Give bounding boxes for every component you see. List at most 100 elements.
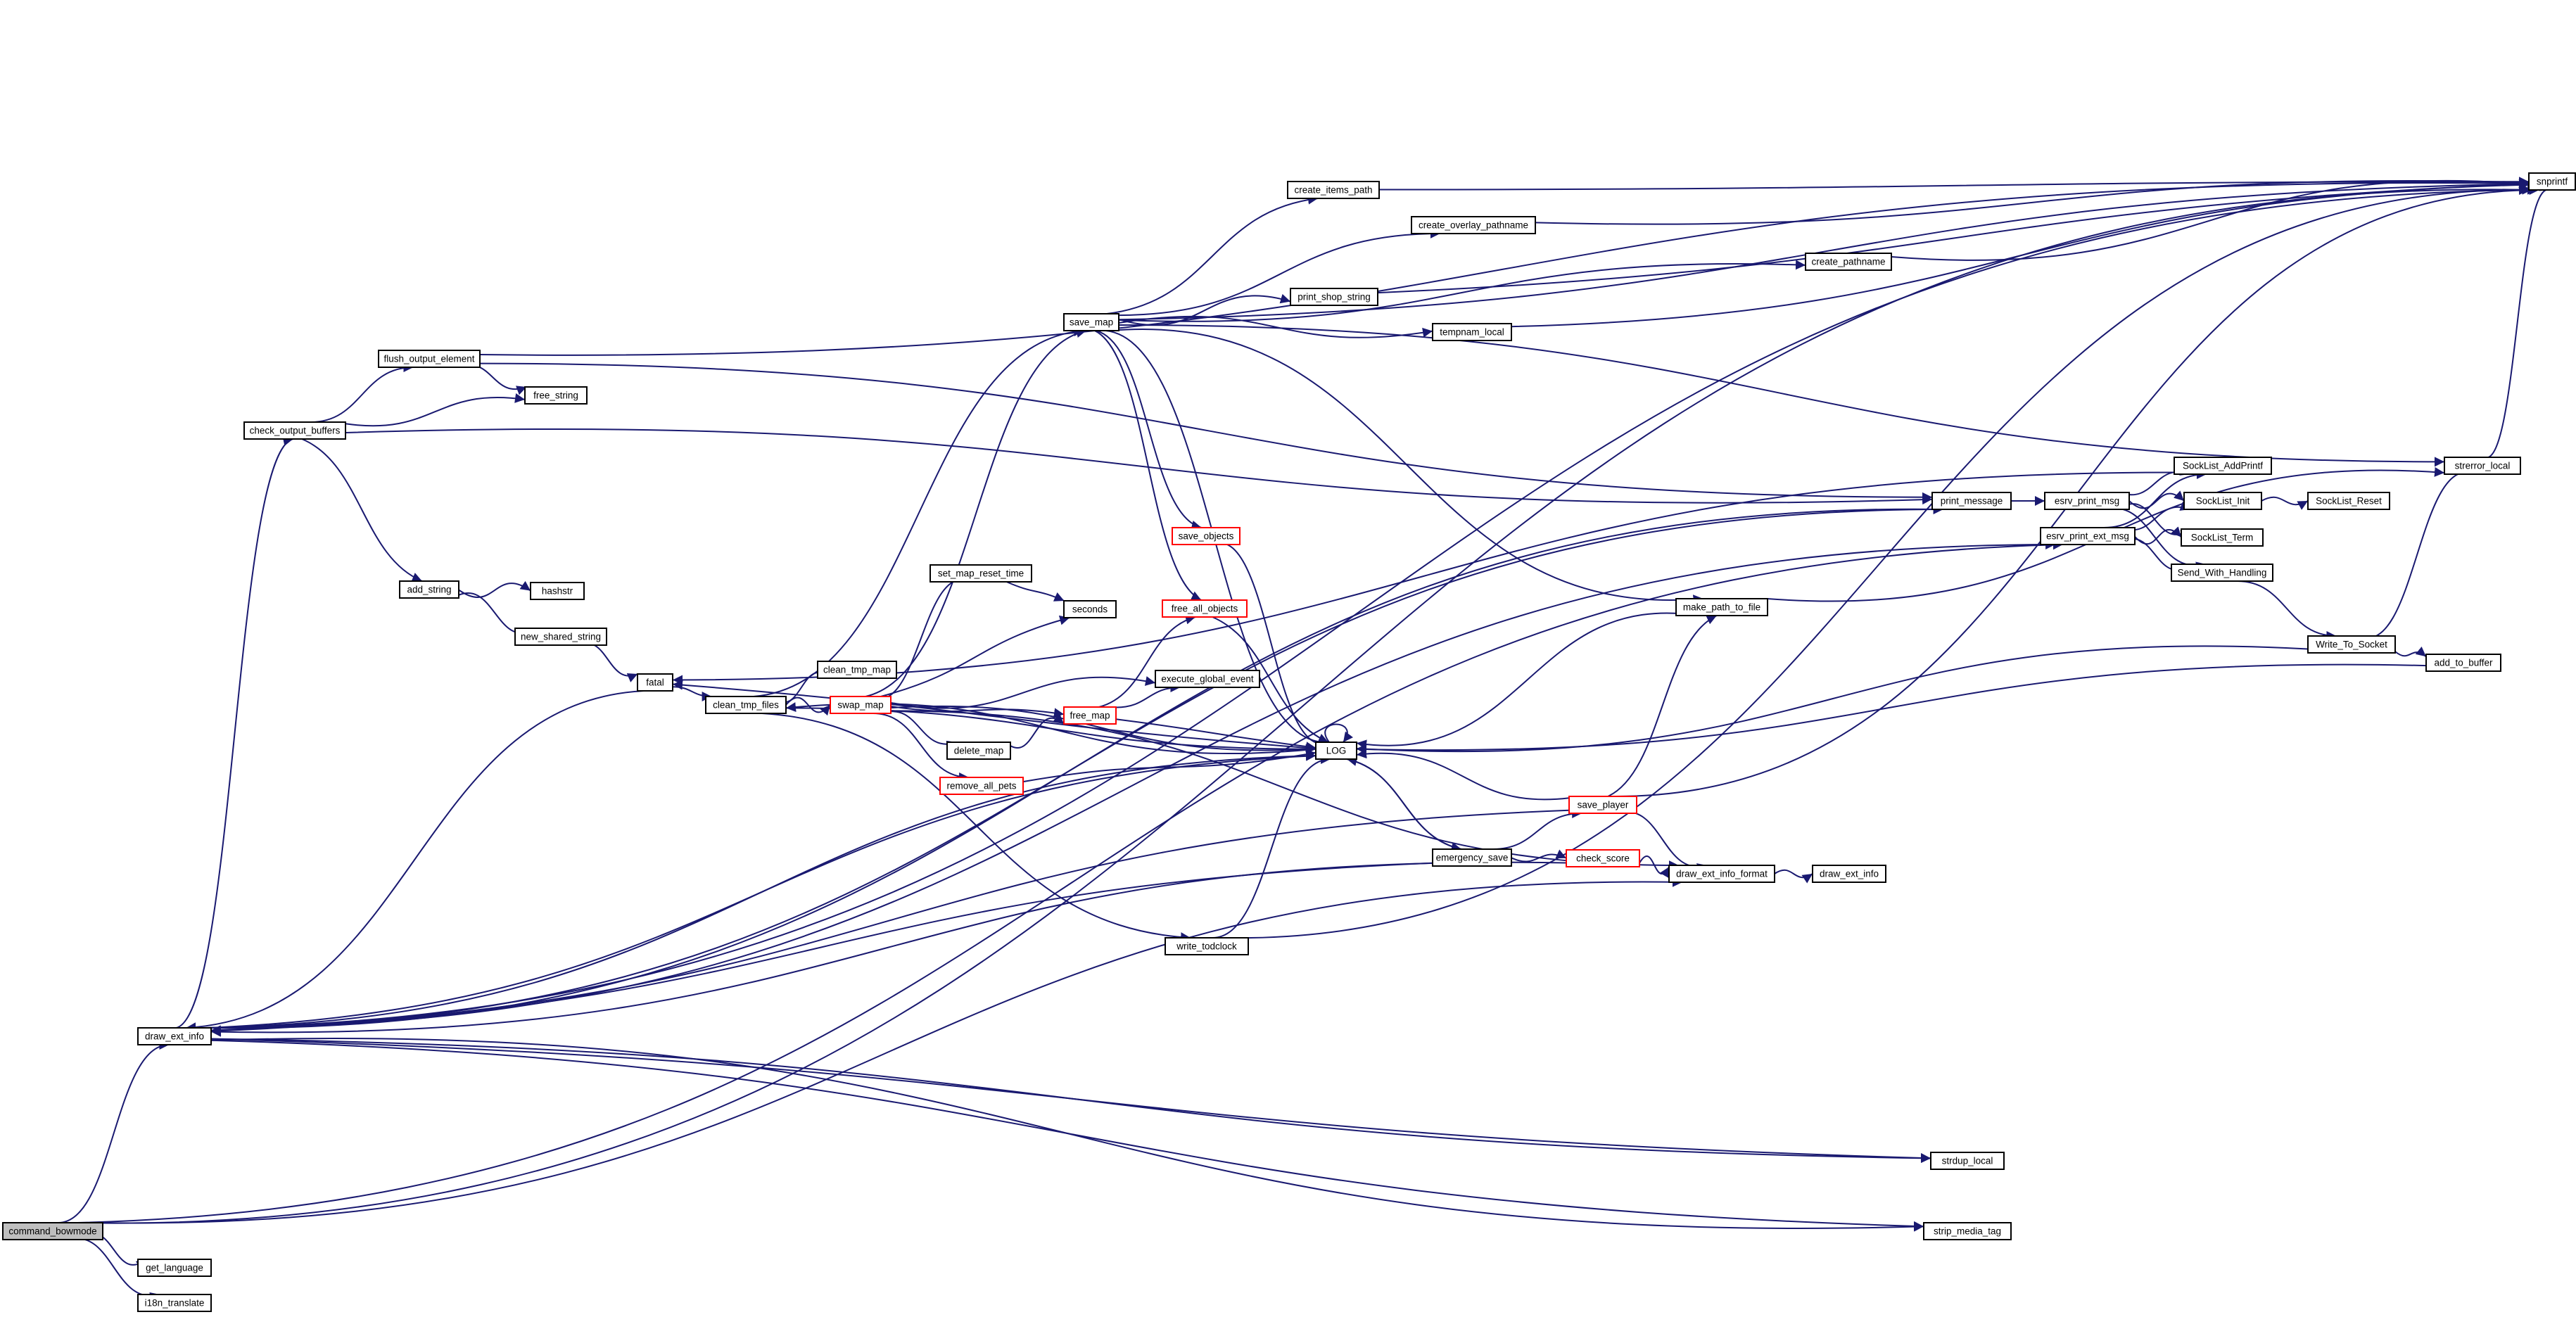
node-swap-map[interactable]: swap_map [830,696,892,714]
node-save-objects[interactable]: save_objects [1172,527,1241,545]
node-label: snprintf [2537,177,2568,187]
node-label: strerror_local [2455,461,2511,471]
node-tempnam-local[interactable]: tempnam_local [1432,323,1512,341]
node-snprintf[interactable]: snprintf [2528,172,2576,191]
edge-fatal-to-clean_tmp_files [672,686,712,701]
edge-esrv_print_ext_msg-to-SockList_Init [2119,501,2191,531]
edge-save_map-to-snprintf [1118,179,2530,321]
node-socklist-addprintf[interactable]: SockList_AddPrintf [2174,457,2272,475]
node-box [1063,706,1117,725]
node-label: Write_To_Socket [2316,640,2387,650]
edge-draw_ext_info-to-esrv_print_ext_msg [206,540,2056,1029]
node-strip-media-tag[interactable]: strip_media_tag [1923,1222,2012,1240]
node-write-todclock[interactable]: write_todclock [1165,937,1249,955]
edge-free_map-to-LOG [1115,718,1316,752]
node-label: emergency_save [1436,853,1509,863]
node-save-map[interactable]: save_map [1063,313,1119,331]
edge-write_todclock-to-LOG [1212,754,1331,939]
node-add-string[interactable]: add_string [399,580,459,599]
node-get-language[interactable]: get_language [137,1259,212,1277]
edge-write_todclock-to-snprintf [1222,184,2537,939]
node-execute-global-event[interactable]: execute_global_event [1155,670,1260,688]
node-socklist-reset[interactable]: SockList_Reset [2307,492,2390,510]
edge-save_map-to-free_all_objects [1094,330,1202,601]
node-remove-all-pets[interactable]: remove_all_pets [939,777,1024,795]
edge-save_map-to-strerror_local [1118,324,2445,467]
node-new-shared-string[interactable]: new_shared_string [514,628,607,646]
node-seconds[interactable]: seconds [1063,600,1117,618]
node-i18n-translate[interactable]: i18n_translate [137,1294,212,1312]
edge-emergency_save-to-check_score [1511,849,1567,863]
edge-create_overlay_pathname-to-snprintf [1535,177,2530,225]
node-check-score[interactable]: check_score [1566,849,1640,867]
node-create-items-path[interactable]: create_items_path [1287,181,1380,199]
edge-emergency_save-to-save_player [1492,808,1582,850]
edge-draw_ext_info-to-print_message [203,504,1943,1029]
node-create-overlay-pathname[interactable]: create_overlay_pathname [1411,216,1536,234]
node-label: new_shared_string [521,632,601,642]
node-emergency-save[interactable]: emergency_save [1432,848,1512,867]
edge-free_map-to-execute_global_event [1115,682,1181,708]
node-box [1287,181,1380,199]
edge-command_bowmode-to-draw_ext_info_format [91,877,1683,1224]
node-box [1411,216,1536,234]
node-free-string[interactable]: free_string [524,386,588,405]
node-clean-tmp-files[interactable]: clean_tmp_files [705,696,787,714]
node-strerror-local[interactable]: strerror_local [2444,457,2521,475]
edge-draw_ext_info-to-snprintf [198,185,2530,1029]
node-make-path-to-file[interactable]: make_path_to_file [1675,598,1768,616]
edge-save_player-to-make_path_to_file [1607,615,1718,797]
node-hashstr[interactable]: hashstr [530,582,585,600]
edge-flush_output_element-to-snprintf [479,178,2530,356]
node-fatal[interactable]: fatal [637,673,673,692]
edge-SockList_AddPrintf-to-fatal [672,471,2175,685]
node-box [2040,527,2136,545]
node-check-output-buffers[interactable]: check_output_buffers [243,421,346,440]
node-draw-ext-info[interactable]: draw_ext_info [1812,865,1886,883]
node-strdup-local[interactable]: strdup_local [1930,1152,2005,1170]
node-delete-map[interactable]: delete_map [946,742,1011,760]
node-box [1812,865,1886,883]
edge-save_objects-to-LOG [1210,542,1332,751]
node-box [2,1222,103,1240]
node-print-message[interactable]: print_message [1931,492,2012,510]
edge-create_pathname-to-snprintf [1891,178,2530,261]
node-label: print_message [1941,496,2003,507]
edge-draw_ext_info-to-strdup_local [210,1038,1931,1163]
node-free-all-objects[interactable]: free_all_objects [1162,599,1248,618]
node-clean-tmp-map[interactable]: clean_tmp_map [817,661,897,679]
edge-save_map-to-create_items_path [1106,194,1319,314]
node-label: print_shop_string [1297,292,1371,303]
node-esrv-print-msg[interactable]: esrv_print_msg [2044,492,2130,510]
node-label: set_map_reset_time [938,568,1024,579]
node-command-bowmode[interactable]: command_bowmode [2,1222,103,1240]
node-free-map[interactable]: free_map [1063,706,1117,725]
edge-emergency_save-to-LOG [1346,756,1462,850]
edge-add_string-to-new_shared_string [452,592,538,638]
node-write-to-socket[interactable]: Write_To_Socket [2307,635,2396,654]
node-log[interactable]: LOG [1315,742,1357,760]
node-esrv-print-ext-msg[interactable]: esrv_print_ext_msg [2040,527,2136,545]
node-socklist-init[interactable]: SockList_Init [2183,492,2262,510]
node-draw-ext-info-format[interactable]: draw_ext_info_format [1668,865,1775,883]
node-print-shop-string[interactable]: print_shop_string [1290,288,1378,306]
node-box [530,582,585,600]
node-box [946,742,1011,760]
edge-strerror_local-to-snprintf [2484,182,2551,459]
node-label: execute_global_event [1161,674,1254,685]
node-label: draw_ext_info [145,1031,204,1042]
edge-draw_ext_info_format-to-draw_ext_info [1774,869,1813,884]
node-send-with-handling[interactable]: Send_With_Handling [2171,564,2273,582]
node-set-map-reset-time[interactable]: set_map_reset_time [929,564,1032,583]
edge-swap_map-to-remove_all_pets [873,713,970,782]
edge-draw_ext_info-to-strip_media_tag [210,1038,1924,1232]
node-socklist-term[interactable]: SockList_Term [2181,528,2264,547]
node-add-to-buffer[interactable]: add_to_buffer [2425,654,2501,672]
node-box [1668,865,1775,883]
node-save-player[interactable]: save_player [1568,796,1637,814]
node-flush-output-element[interactable]: flush_output_element [378,350,481,368]
edge-flush_output_element-to-print_message [479,362,1933,502]
edge-add_string-to-hashstr [458,580,531,599]
node-draw-ext-info[interactable]: draw_ext_info [137,1027,212,1045]
node-create-pathname[interactable]: create_pathname [1805,253,1892,271]
